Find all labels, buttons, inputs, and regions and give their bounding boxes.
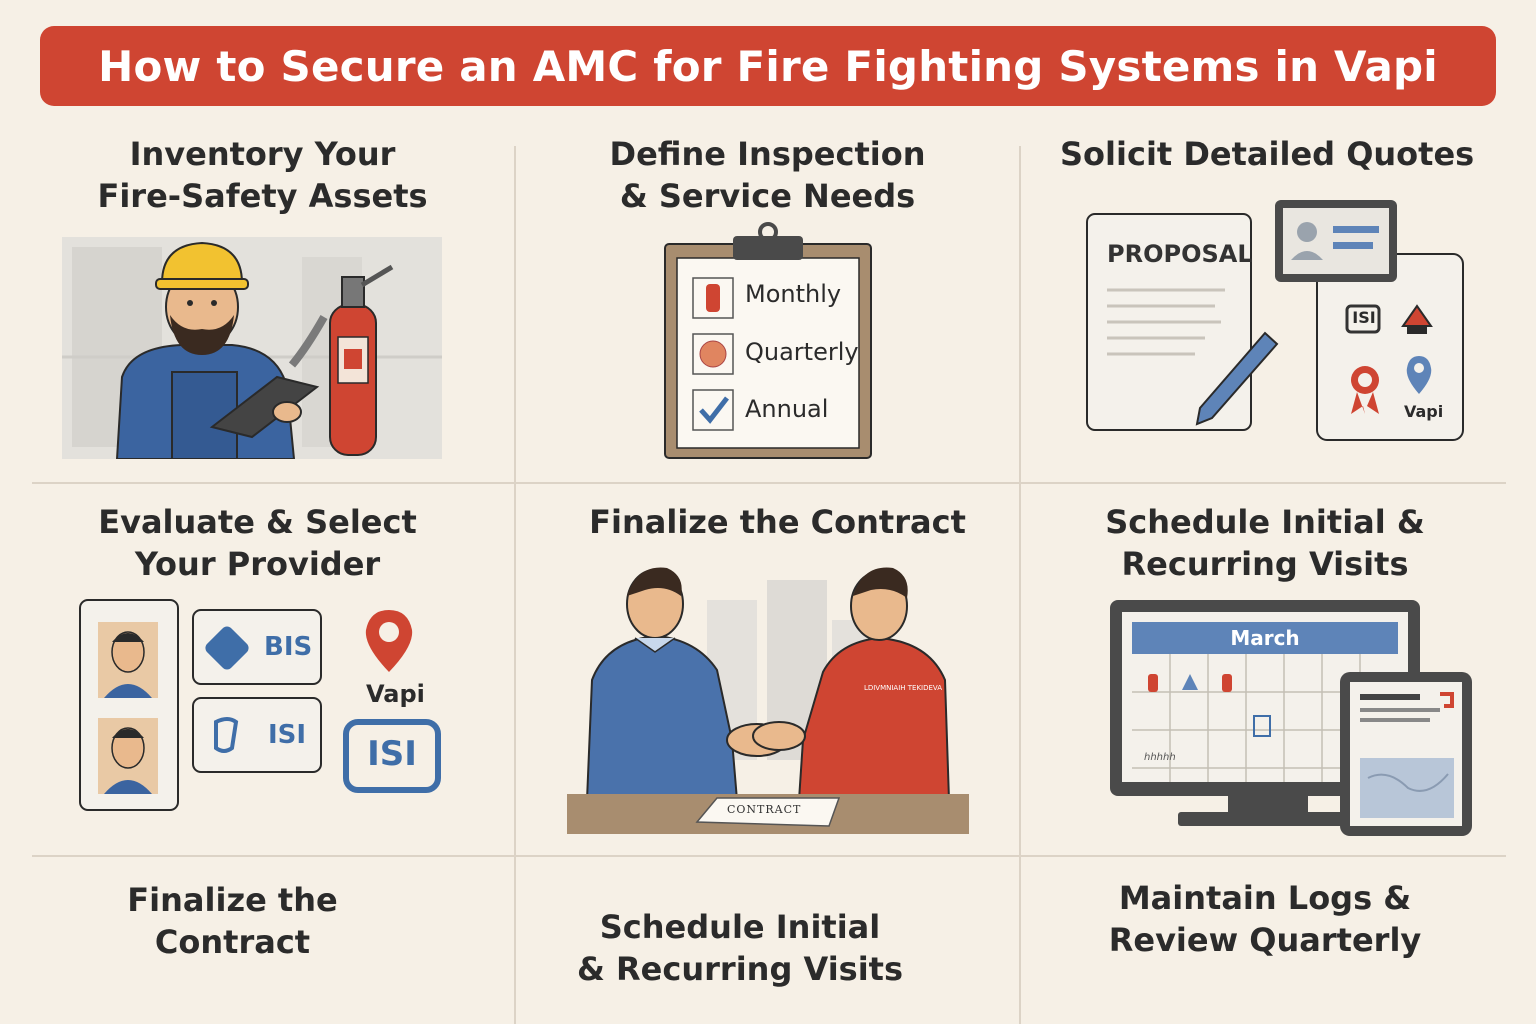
extinguisher-icon [288,264,394,456]
step-title-maintain-logs: Maintain Logs &Review Quarterly [1108,879,1422,959]
checklist-item-monthly: Monthly [745,280,842,308]
proposal-label: PROPOSAL [1107,240,1253,268]
quotes-location-label: Vapi [1404,402,1444,421]
pen-icon [1195,331,1279,426]
bis-badge-icon [205,626,249,670]
tablet-icon [209,375,320,439]
calendar-note-label: hhhhh [1144,752,1176,763]
location-pin-icon [365,610,413,672]
id-card-icon [1275,200,1397,282]
tablet-report-icon [1340,672,1472,836]
calendar-month-label: March [1230,626,1300,650]
quotes-illustration: PROPOSAL ISI Vapi [1085,198,1470,448]
contract-paper-label: CONTRACT [727,803,802,816]
step-title-quotes: Solicit Detailed Quotes [1060,135,1475,173]
checklist-item-annual: Annual [745,395,829,423]
grid-divider [1019,146,1021,1024]
step-title-define-needs: Define Inspection& Service Needs [609,135,926,215]
page-title: How to Secure an AMC for Fire Fighting S… [98,41,1438,91]
shirt-logo-text: LDIVMNIAIH TEKIDEVA [863,684,943,692]
clipboard-icon: Monthly Quarterly Annual [663,222,873,462]
provider-location-label: Vapi [366,680,425,708]
isi-badge-icon [343,719,441,793]
isi-badge-icon [1345,304,1381,334]
badge-label-isi: ISI [268,720,307,750]
calendar-monitor-icon: March hhhhh [1108,598,1474,838]
grid-divider [32,855,1506,857]
worker-illustration [62,237,442,459]
checklist-item-quarterly: Quarterly [745,338,859,366]
checkmark-icon [699,396,729,424]
location-pin-icon [1406,356,1432,394]
step-title-schedule: Schedule Initial &Recurring Visits [1105,503,1425,583]
proposal-doc-icon [1086,213,1252,431]
grid-divider [32,482,1506,484]
step-title-finalize: Finalize the Contract [589,503,966,541]
quotes-cert-label: ISI [1352,308,1376,327]
grid-divider [514,146,516,1024]
provider-logo-label: ISI [367,734,417,774]
handshake-icon: CONTRACT LDIVMNIAIH TEKIDEVA [567,560,969,834]
step-title-schedule-2: Schedule Initial& Recurring Visits [576,908,904,988]
provider-illustration: BIS ISI Vapi ISI [78,598,448,813]
title-banner: How to Secure an AMC for Fire Fighting S… [40,26,1496,106]
badge-label-bis: BIS [264,632,313,662]
ribbon-award-icon [1351,366,1379,414]
